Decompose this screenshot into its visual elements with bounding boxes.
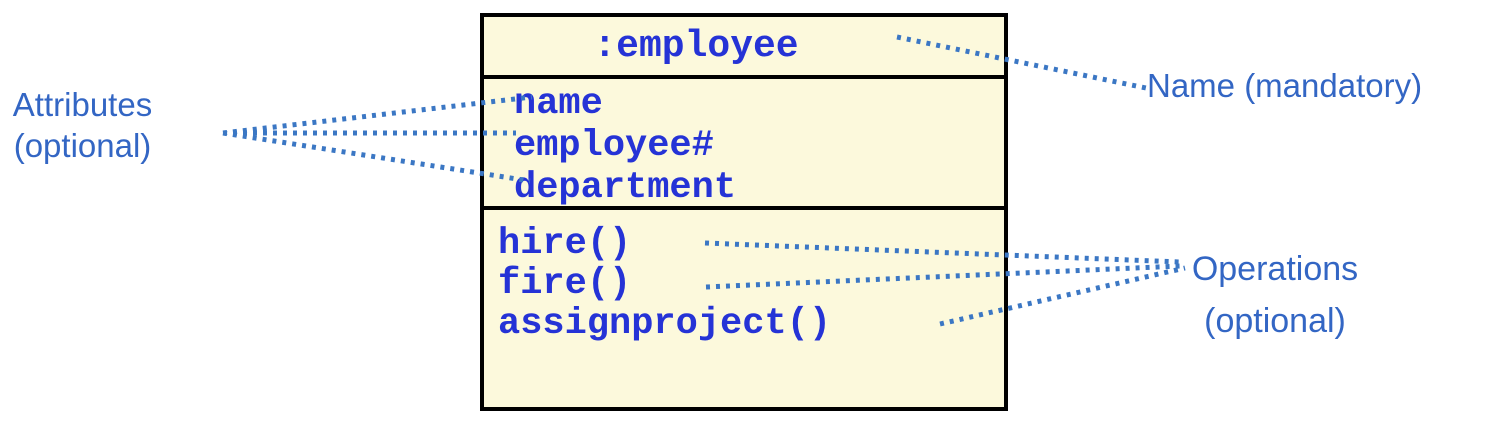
operation-item: fire() — [498, 263, 632, 305]
operation-item: hire() — [498, 223, 632, 265]
attributes-annotation: Attributes (optional) — [0, 84, 165, 166]
name-annotation: Name (mandatory) — [1147, 68, 1422, 104]
attributes-compartment: name employee# department — [484, 79, 1004, 210]
attribute-item: name — [514, 83, 603, 125]
operations-annotation-line1: Operations — [1191, 250, 1359, 288]
operations-annotation-line2: (optional) — [1204, 302, 1346, 340]
attributes-annotation-line2: (optional) — [13, 127, 152, 164]
name-compartment: :employee — [484, 17, 1004, 79]
operation-item: assignproject() — [498, 303, 832, 345]
operations-annotation: Operations (optional) — [1180, 243, 1370, 347]
attributes-annotation-line1: Attributes — [12, 86, 153, 123]
attribute-item: department — [514, 167, 737, 209]
operations-compartment: hire() fire() assignproject() — [484, 210, 1004, 407]
name-annotation-text: Name (mandatory) — [1147, 67, 1423, 104]
object-name: :employee — [593, 24, 799, 68]
attribute-item: employee# — [514, 125, 714, 167]
employee-object-box: :employee name employee# department hire… — [480, 13, 1008, 411]
